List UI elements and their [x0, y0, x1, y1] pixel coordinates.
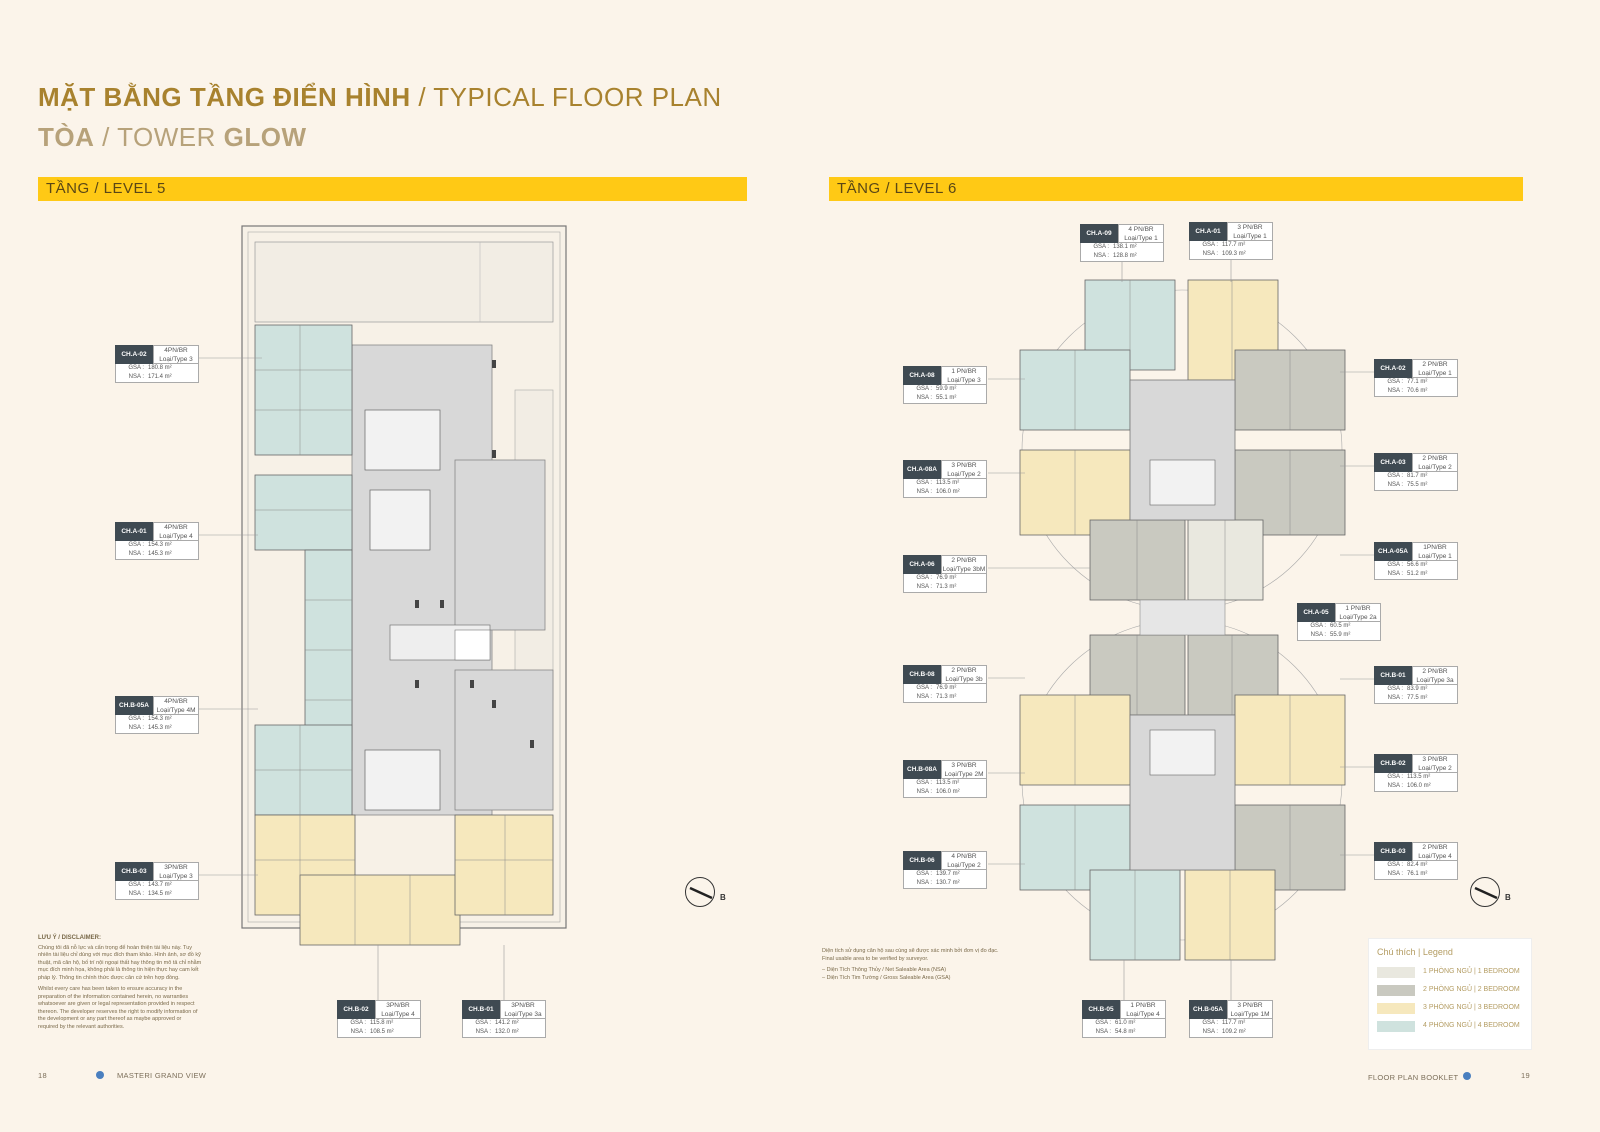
globe-icon — [1463, 1072, 1471, 1080]
legend-item: 3 PHÒNG NGỦ | 3 BEDROOM — [1377, 1003, 1527, 1015]
globe-icon — [96, 1071, 104, 1079]
brand-right: FLOOR PLAN BOOKLET — [1368, 1073, 1459, 1082]
legend-item: 2 PHÒNG NGỦ | 2 BEDROOM — [1377, 985, 1527, 997]
compass-letter: B — [720, 893, 726, 902]
legend: Chú thích | Legend 1 PHÒNG NGỦ | 1 BEDRO… — [1368, 938, 1532, 1050]
north-compass-icon — [1470, 877, 1500, 907]
level-6-floor-plan — [1010, 270, 1355, 970]
level-5-band: TẦNG / LEVEL 5 — [38, 177, 747, 201]
page-number-left: 18 — [38, 1071, 47, 1080]
area-note: Diện tích sử dụng căn hộ sau cùng sẽ đượ… — [822, 948, 999, 981]
tower-title: TÒA / TOWER GLOW — [38, 122, 307, 152]
level-5-floor-plan — [230, 220, 575, 960]
north-compass-icon — [685, 877, 715, 907]
legend-item: 4 PHÒNG NGỦ | 4 BEDROOM — [1377, 1021, 1527, 1033]
page-title: MẶT BẰNG TẦNG ĐIỂN HÌNH / TYPICAL FLOOR … — [38, 82, 722, 112]
compass-letter: B — [1505, 893, 1511, 902]
disclaimer: LƯU Ý / DISCLAIMER: Chúng tôi đã nỗ lực … — [38, 935, 202, 1030]
brand-left: MASTERI GRAND VIEW — [117, 1071, 207, 1080]
legend-item: 1 PHÒNG NGỦ | 1 BEDROOM — [1377, 967, 1527, 979]
level-6-band: TẦNG / LEVEL 6 — [829, 177, 1523, 201]
page-number-right: 19 — [1521, 1071, 1530, 1080]
